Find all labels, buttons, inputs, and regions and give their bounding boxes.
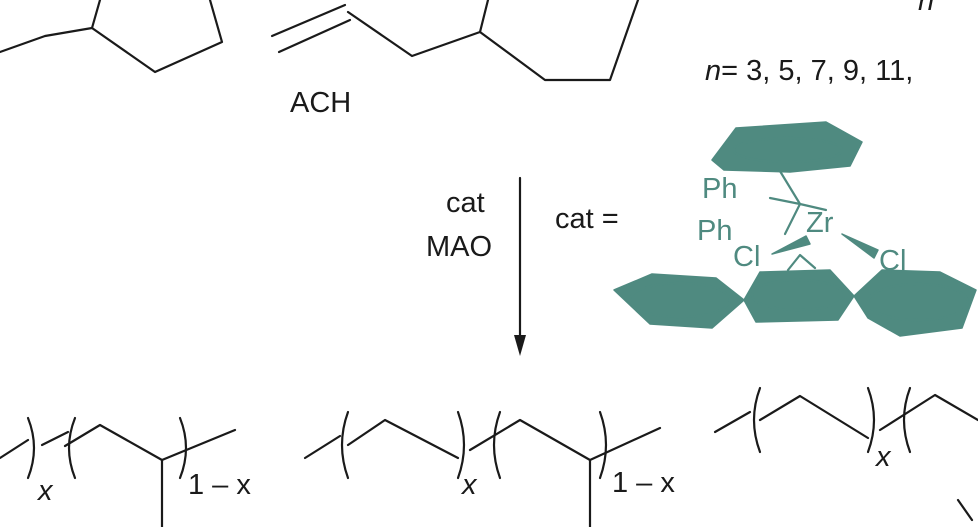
catalyst-ph-1: Ph (702, 173, 737, 205)
product1-subscript-x: x (36, 475, 54, 507)
product3-subscript-x: x (874, 441, 892, 473)
catalyst-ph-2: Ph (697, 215, 732, 247)
n-values-label: n= 3, 5, 7, 9, 11, (705, 55, 913, 87)
copolymer-product-2: x 1 – x (303, 410, 675, 527)
copolymer-product-3: x (713, 386, 978, 522)
monomer-label: ACH (290, 87, 351, 119)
catalyst-structure: Ph Ph Zr Cl Cl (613, 121, 977, 337)
product2-subscript-1mx: 1 – x (612, 467, 675, 499)
n-symbol-top: n (918, 0, 934, 17)
ach-monomer-structure (270, 0, 640, 82)
wedge-bond-left (771, 235, 811, 255)
wedge-bond-right (841, 233, 879, 259)
product2-subscript-x: x (460, 469, 478, 501)
cyclopentyl-monomer (0, 0, 224, 74)
n-values: = 3, 5, 7, 9, 11, (721, 55, 913, 87)
catalyst-cl-1: Cl (733, 241, 760, 273)
reaction-arrow (514, 176, 526, 356)
fluorenyl-ligand (613, 253, 977, 337)
catalyst-metal: Zr (806, 207, 834, 239)
reagent-mao: MAO (426, 231, 492, 263)
reagent-cat: cat (446, 187, 485, 219)
copolymer-product-1: x 1 – x (0, 416, 251, 527)
product1-subscript-1mx: 1 – x (188, 469, 251, 501)
n-symbol: n (705, 55, 721, 87)
catalyst-prefix: cat = (555, 203, 619, 235)
catalyst-cl-2: Cl (879, 245, 906, 277)
